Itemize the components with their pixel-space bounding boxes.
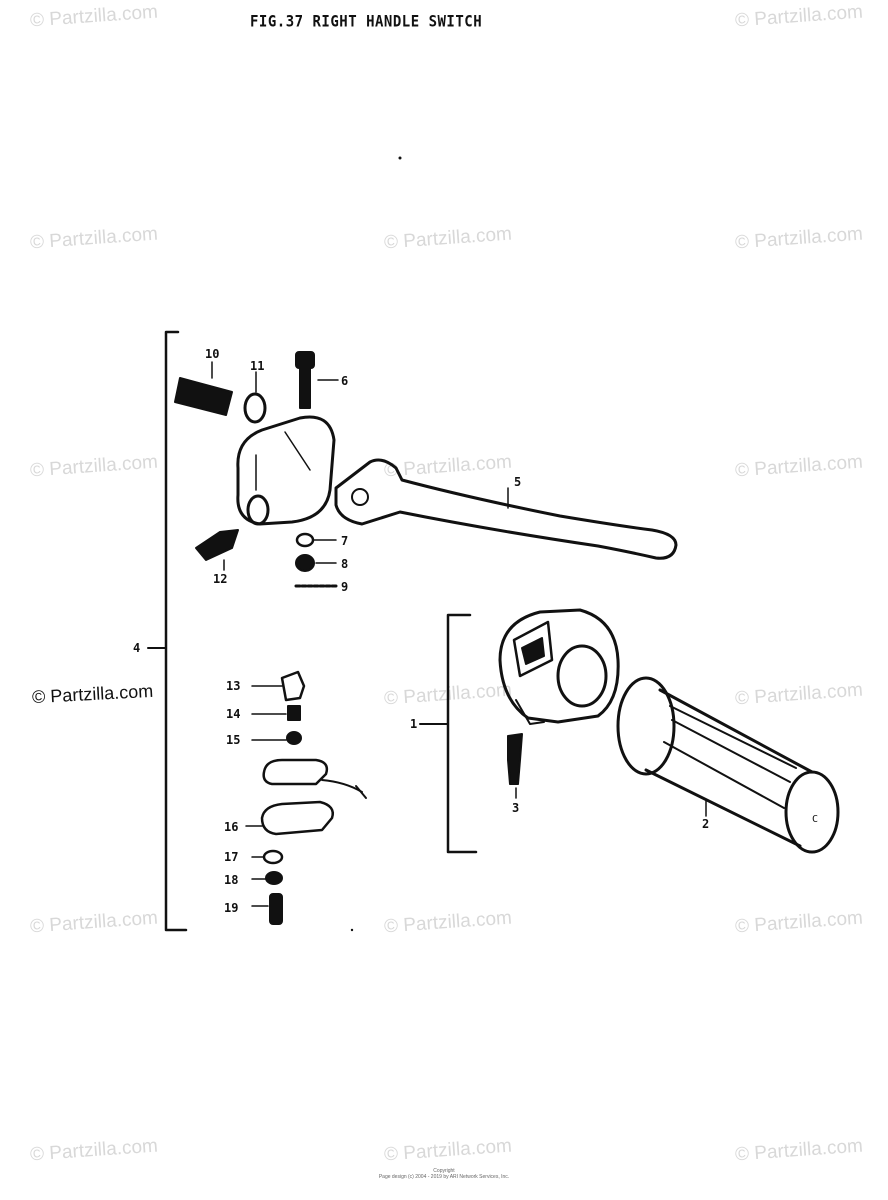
pivot-bolt-part-6 [295,351,339,409]
screw-part-19 [251,893,283,925]
callout-15: 15 [226,733,240,747]
adjuster-bolt-part-10 [174,361,233,416]
lock-nut-part-11 [243,371,267,424]
washer-part-17 [251,849,284,865]
callout-4: 4 [133,641,140,655]
callout-7: 7 [341,534,348,548]
nut-part-8 [295,554,337,572]
footer-line-1: Copyright [433,1168,455,1174]
footer-line-2: Page design (c) 2004 - 2019 by ARI Netwo… [378,1174,510,1180]
callout-2: 2 [702,817,709,831]
callout-16: 16 [224,820,238,834]
callout-11: 11 [250,359,264,373]
callout-labels: 10 11 6 5 7 8 9 12 4 13 14 15 16 17 18 1… [133,347,818,915]
screw-part-3 [507,733,523,799]
ball-part-15 [251,731,302,745]
callout-6: 6 [341,374,348,388]
callout-18: 18 [224,873,238,887]
switch-housing-part-1 [498,608,620,725]
group-bracket-4 [164,330,188,932]
callout-13: 13 [226,679,240,693]
switch-part-upper [262,758,367,799]
callout-3: 3 [512,801,519,815]
callout-19: 19 [224,901,238,915]
spring-part-14 [251,705,301,721]
washer-part-18 [251,871,283,885]
callout-8: 8 [341,557,348,571]
figure-title: FIG.37 RIGHT HANDLE SWITCH [250,12,483,32]
brake-lever-part-5 [334,458,678,560]
throttle-grip-part-2 [616,676,840,854]
switch-plate-part-16 [245,800,334,836]
callout-12: 12 [213,572,227,586]
lever-holder [236,415,336,526]
callout-9: 9 [341,580,348,594]
callout-5: 5 [514,475,521,489]
group-bracket-1 [446,613,478,854]
callout-17: 17 [224,850,238,864]
callout-10: 10 [205,347,219,361]
grip-end-letter: C [812,814,818,825]
callout-1: 1 [410,717,417,731]
screw-part-13 [251,670,306,702]
callout-14: 14 [226,707,240,721]
washer-part-7 [295,532,337,548]
copyright-footer: Copyright Page design (c) 2004 - 2019 by… [0,1168,888,1180]
screw-part-12 [195,529,239,571]
